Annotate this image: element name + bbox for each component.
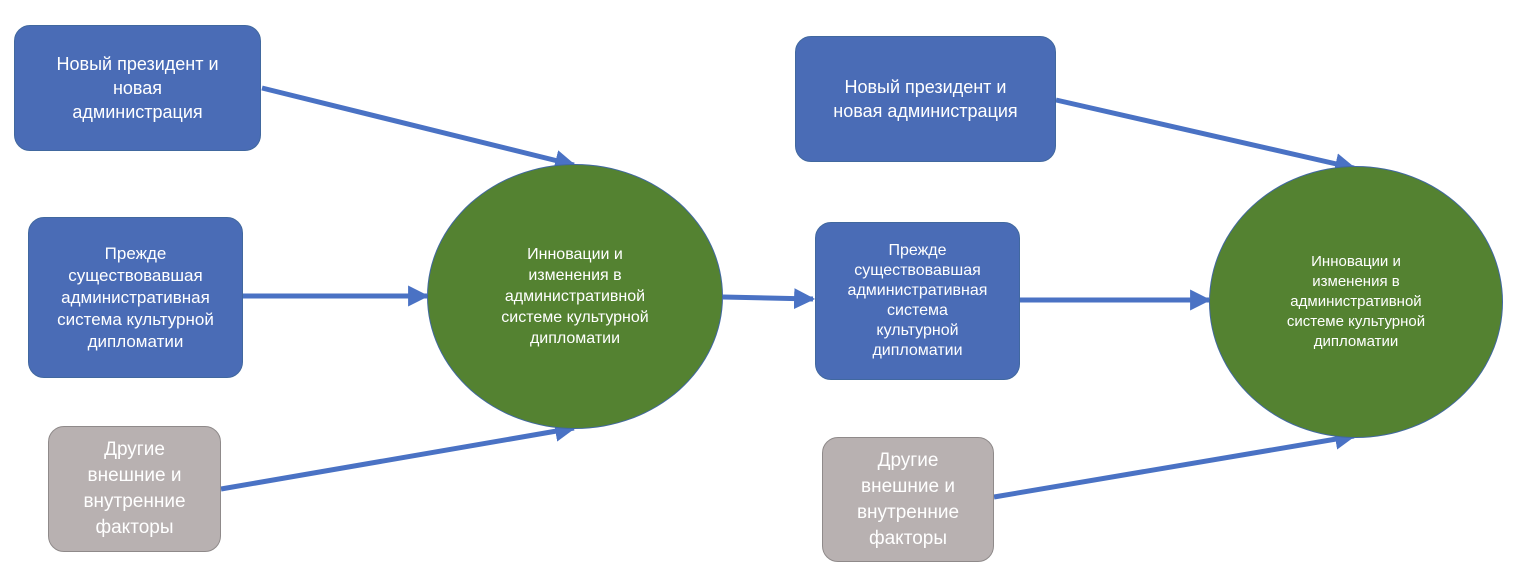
- previous-system-box-left: Прежде существовавшая административная с…: [28, 217, 243, 378]
- innovation-circle-right: Инновации и изменения в административной…: [1209, 166, 1503, 438]
- president-label-right: Новый президент и новая администрация: [833, 77, 1018, 121]
- president-label-left: Новый президент и новая администрация: [56, 54, 219, 122]
- arrow-president-to-innovation-left: [261, 85, 577, 171]
- innovation-label-right: Инновации и изменения в административной…: [1286, 253, 1426, 350]
- previous-system-box-right: Прежде существовавшая административная с…: [815, 222, 1020, 380]
- innovation-label-left: Инновации и изменения в административной…: [501, 246, 649, 347]
- other-factors-label-right: Другие внешние и внутренние факторы: [856, 449, 960, 549]
- arrow-innovation-left-to-previous-system-right: [722, 288, 816, 310]
- arrow-president-to-innovation-right: [1055, 97, 1357, 175]
- other-factors-box-right: Другие внешние и внутренние факторы: [822, 437, 994, 562]
- other-factors-label-left: Другие внешние и внутренние факторы: [83, 439, 186, 538]
- president-box-right: Новый президент и новая администрация: [795, 36, 1056, 162]
- previous-system-label-left: Прежде существовавшая административная с…: [57, 243, 214, 351]
- other-factors-box-left: Другие внешние и внутренние факторы: [48, 426, 221, 552]
- previous-system-label-right: Прежде существовавшая административная с…: [847, 242, 988, 359]
- innovation-circle-left: Инновации и изменения в административной…: [427, 164, 723, 429]
- arrow-other-factors-to-innovation-left: [220, 420, 577, 492]
- arrow-other-factors-to-innovation-right: [993, 428, 1357, 500]
- president-box-left: Новый президент и новая администрация: [14, 25, 261, 151]
